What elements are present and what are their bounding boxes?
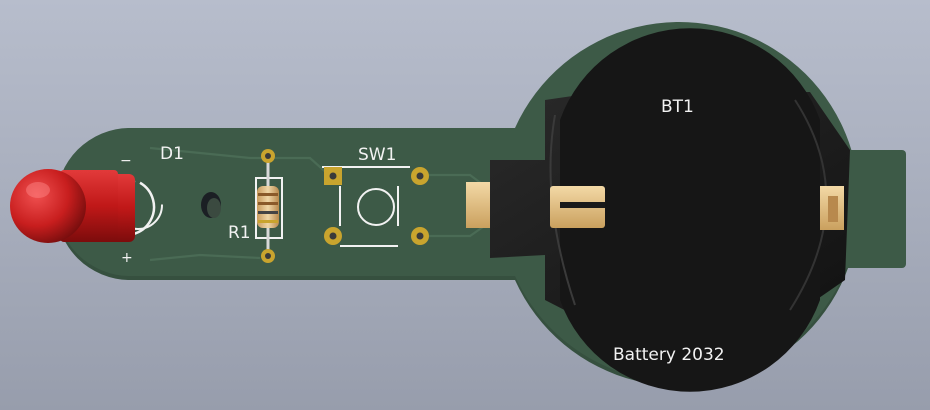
battery-ref-label: BT1 [661,97,694,117]
switch-ref-label: SW1 [358,145,396,165]
battery-type-label: Battery 2032 [613,345,725,365]
led-plus-mark: + [121,250,133,266]
led-d1 [10,169,163,243]
resistor-r1 [255,149,283,263]
led-ref-label: D1 [160,144,184,164]
battery-holder [466,28,850,392]
battery-contact-left [466,182,605,228]
resistor-ref-label: R1 [228,223,251,243]
switch-sw1 [322,166,429,247]
battery-contact-right [820,186,844,230]
mounting-hole [201,192,221,218]
led-minus-mark: − [120,153,132,169]
